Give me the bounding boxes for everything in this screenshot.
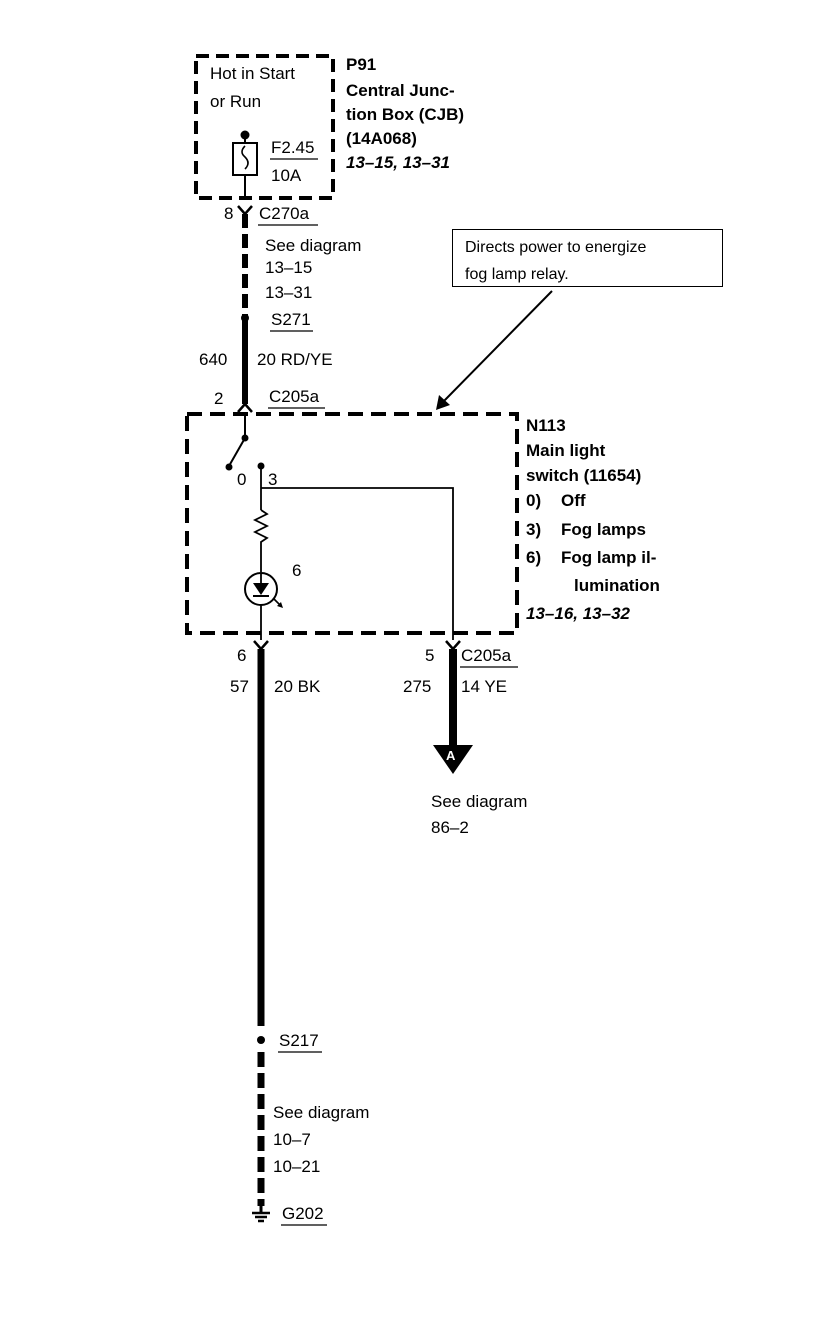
- cjb-supply-label: or Run: [210, 92, 261, 111]
- resistor-icon: [252, 509, 270, 572]
- lamp-icon: [244, 572, 283, 608]
- contact-0-label: 0: [237, 470, 246, 489]
- switch-pos-0-label: Off: [561, 491, 586, 510]
- splice-s217: S217: [279, 1031, 319, 1050]
- switch-name: switch (11654): [526, 466, 641, 485]
- callout-arrow-line: [442, 290, 553, 403]
- wire-275-circuit: 275: [403, 677, 431, 696]
- callout-text: fog lamp relay.: [465, 266, 569, 283]
- out-right-connector: C205a: [461, 646, 512, 665]
- splice-s217-icon: [257, 1036, 265, 1044]
- cjb-refs: 13–15, 13–31: [346, 153, 450, 172]
- offpage-connector-a-letter: A: [446, 748, 456, 763]
- switch-dashed-box: [185, 412, 519, 635]
- c270a-see: See diagram: [265, 236, 361, 255]
- connector-c270a-icon: [237, 205, 253, 216]
- wire-275-gauge-color: 14 YE: [461, 677, 507, 696]
- offpage-a-see: 86–2: [431, 818, 469, 837]
- contact-3-label: 3: [268, 470, 277, 489]
- c205a-top-name: C205a: [269, 387, 320, 406]
- ground-g202: G202: [282, 1204, 324, 1223]
- ground-ref-see: See diagram: [273, 1103, 369, 1122]
- cjb-id: P91: [346, 55, 376, 74]
- lamp-number: 6: [292, 561, 301, 580]
- switch-pos-6-label: lumination: [574, 576, 660, 595]
- switch-contact-icon: [225, 414, 265, 471]
- c270a-see: 13–31: [265, 283, 312, 302]
- switch-refs: 13–16, 13–32: [526, 604, 631, 623]
- switch-pos-3-num: 3): [526, 520, 541, 539]
- switch-name: Main light: [526, 441, 606, 460]
- switch-pos-3-label: Fog lamps: [561, 520, 646, 539]
- switch-wire-to-pin-5: [261, 487, 454, 640]
- cjb-dashed-box: [194, 54, 335, 200]
- c270a-pin: 8: [224, 204, 233, 223]
- callout-box: Directs power to energize fog lamp relay…: [452, 229, 723, 287]
- callout-arrow-head: [436, 395, 450, 410]
- wire-57-gauge-color: 20 BK: [274, 677, 321, 696]
- out-right-pin: 5: [425, 646, 434, 665]
- cjb-name: Central Junc-: [346, 81, 455, 100]
- out-left-pin: 6: [237, 646, 246, 665]
- wire-640-circuit: 640: [199, 350, 227, 369]
- switch-id: N113: [526, 416, 566, 435]
- connector-c205a-pin6-icon: [253, 640, 269, 651]
- fuse-icon: [232, 130, 258, 198]
- ground-icon: [252, 1204, 270, 1223]
- fuse-id: F2.45: [271, 138, 314, 157]
- cjb-name: tion Box (CJB): [346, 105, 464, 124]
- c205a-top-pin: 2: [214, 389, 223, 408]
- wire-57-circuit: 57: [230, 677, 249, 696]
- connector-c205a-pin5-icon: [445, 640, 461, 651]
- cjb-part-number: (14A068): [346, 129, 417, 148]
- callout-text: Directs power to energize: [465, 239, 647, 256]
- fuse-rating: 10A: [271, 166, 302, 185]
- switch-pos-6-label: Fog lamp il-: [561, 548, 656, 567]
- offpage-a-see: See diagram: [431, 792, 527, 811]
- connector-c205a-top-icon: [237, 402, 253, 413]
- switch-pos-0-num: 0): [526, 491, 541, 510]
- ground-ref-see: 10–21: [273, 1157, 320, 1176]
- c270a-see: 13–15: [265, 258, 312, 277]
- c270a-name: C270a: [259, 204, 310, 223]
- splice-s271: S271: [271, 310, 311, 329]
- wire-640-gauge-color: 20 RD/YE: [257, 350, 333, 369]
- switch-pos-6-num: 6): [526, 548, 541, 567]
- offpage-connector-a-icon: [433, 745, 473, 774]
- cjb-supply-label: Hot in Start: [210, 64, 295, 83]
- ground-ref-see: 10–7: [273, 1130, 311, 1149]
